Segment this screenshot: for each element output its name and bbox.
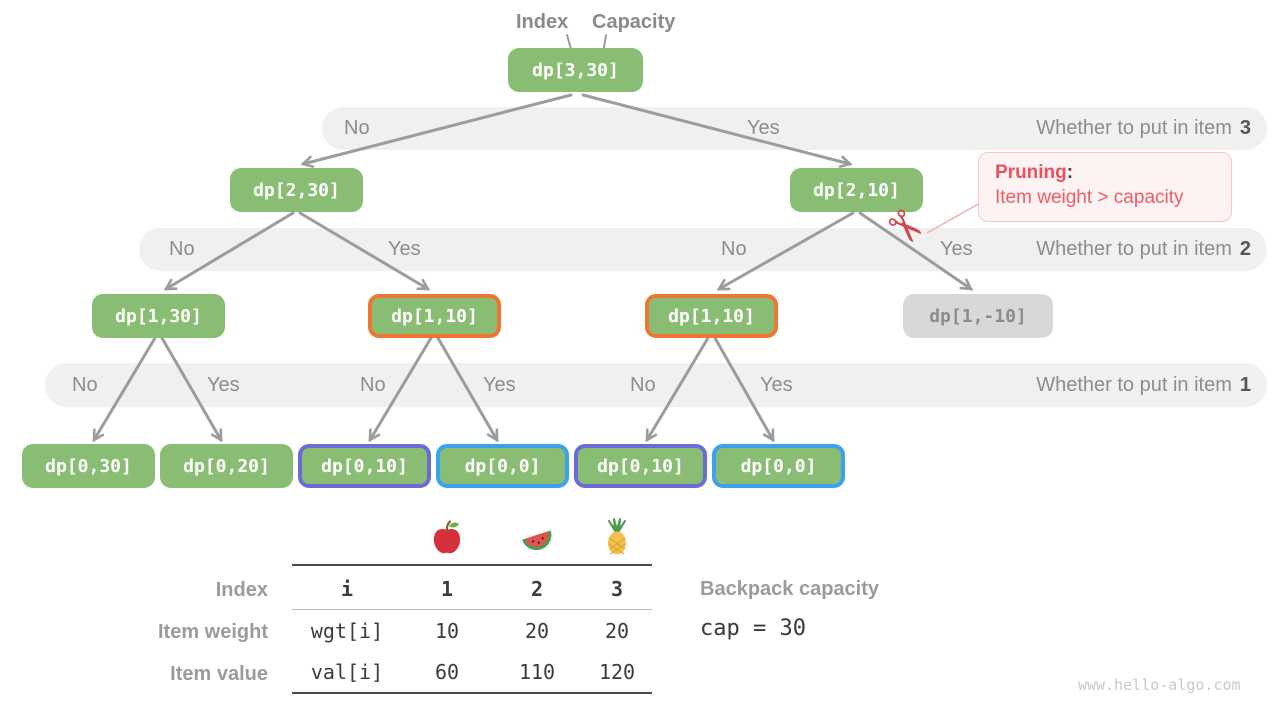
table-header-cell: 3 <box>610 577 624 601</box>
table-bottom-rule <box>292 692 652 694</box>
band-question-text: Whether to put in item <box>1036 117 1232 139</box>
table-row: val[i] 60 110 120 <box>297 660 657 684</box>
table-cell: val[i] <box>310 660 384 684</box>
table-row-label: Item weight <box>157 621 268 643</box>
pruning-title: Pruning <box>995 162 1067 183</box>
backpack-capacity-label: Backpack capacity <box>700 578 880 600</box>
dp-node-overlap: dp[0,10] <box>298 444 431 488</box>
table-mid-rule <box>292 609 652 610</box>
decision-band-item-3: No Yes Whether to put in item 3 <box>322 107 1267 150</box>
table-cell: 10 <box>434 619 460 643</box>
pruning-callout: Pruning: Item weight > capacity <box>978 152 1232 222</box>
table-cell: 120 <box>598 660 636 684</box>
band-question: Whether to put in item 2 <box>1036 228 1251 271</box>
pruning-detail: Item weight > capacity <box>995 187 1184 208</box>
watermelon-icon <box>497 520 577 554</box>
choice-label: Yes <box>940 238 973 260</box>
choice-label: No <box>169 238 195 260</box>
pineapple-icon <box>577 518 657 556</box>
choice-label: Yes <box>747 117 780 139</box>
pruning-colon: : <box>1066 162 1074 183</box>
dp-node-overlap: dp[1,10] <box>368 294 501 338</box>
choice-label: No <box>344 117 370 139</box>
dp-node: dp[1,30] <box>92 294 225 338</box>
dp-node: dp[2,10] <box>790 168 923 212</box>
dp-node: dp[2,30] <box>230 168 363 212</box>
apple-icon <box>397 519 497 555</box>
dp-node: dp[0,20] <box>160 444 293 488</box>
choice-label: Yes <box>483 374 516 396</box>
dp-node-pruned: dp[1,-10] <box>903 294 1053 338</box>
table-header-cell: 2 <box>530 577 544 601</box>
choice-label: Yes <box>207 374 240 396</box>
choice-label: Yes <box>388 238 421 260</box>
choice-label: No <box>630 374 656 396</box>
choice-label: No <box>72 374 98 396</box>
band-question: Whether to put in item 1 <box>1036 363 1251 407</box>
choice-label: Yes <box>760 374 793 396</box>
index-label: Index <box>516 11 569 33</box>
band-question-item: 2 <box>1239 238 1251 260</box>
band-question-text: Whether to put in item <box>1036 238 1232 260</box>
capacity-label: Capacity <box>592 11 676 33</box>
table-row: wgt[i] 10 20 20 <box>297 619 657 643</box>
choice-label: No <box>721 238 747 260</box>
dp-node-root: dp[3,30] <box>508 48 643 92</box>
table-cell: wgt[i] <box>310 619 384 643</box>
fruit-row <box>297 516 657 558</box>
table-top-rule <box>292 564 652 566</box>
choice-label: No <box>360 374 386 396</box>
band-question-item: 3 <box>1239 117 1251 139</box>
table-cell: 20 <box>604 619 630 643</box>
table-cell: 110 <box>518 660 556 684</box>
watermark: www.hello-algo.com <box>1078 676 1241 694</box>
table-cell: 60 <box>434 660 460 684</box>
band-question-item: 1 <box>1239 374 1251 396</box>
dp-node: dp[0,30] <box>22 444 155 488</box>
dp-node-overlap: dp[0,10] <box>574 444 707 488</box>
dp-node-overlap: dp[0,0] <box>712 444 845 488</box>
table-header-cell: 1 <box>440 577 454 601</box>
backpack-capacity-code: cap = 30 <box>700 616 806 641</box>
table-cell: 20 <box>524 619 550 643</box>
table-row-label: Item value <box>170 663 268 685</box>
table-row-label: Index <box>215 579 268 601</box>
table-header-row: i 1 2 3 <box>297 577 657 601</box>
band-question-text: Whether to put in item <box>1036 374 1232 396</box>
decision-band-item-2: No Yes No Yes Whether to put in item 2 <box>139 228 1267 271</box>
dp-node-overlap: dp[0,0] <box>436 444 569 488</box>
dp-node-overlap: dp[1,10] <box>645 294 778 338</box>
band-question: Whether to put in item 3 <box>1036 107 1251 150</box>
table-header-cell: i <box>340 577 354 601</box>
decision-band-item-1: No Yes No Yes No Yes Whether to put in i… <box>45 363 1267 407</box>
